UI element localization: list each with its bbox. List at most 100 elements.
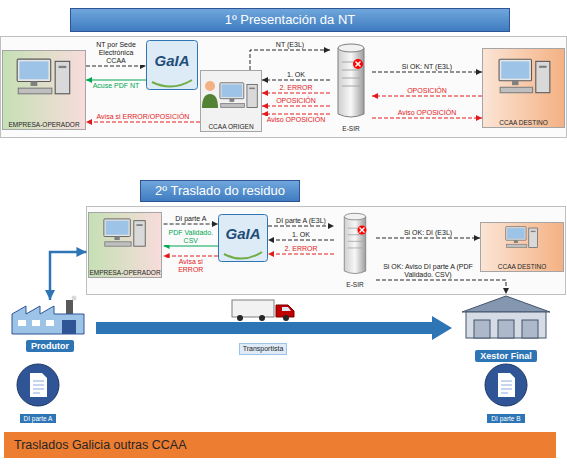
edge-label: PDF Validado. CSV [166, 229, 216, 245]
connector-arrow [372, 118, 482, 119]
operator-terminal: EMPRESA-OPERADOR [86, 212, 163, 278]
edge-label: Si OK: DI (E3L) [403, 229, 453, 237]
factory-window [62, 320, 76, 334]
connector-arrow [250, 50, 330, 70]
stop-sign [358, 226, 367, 235]
terminal-box [481, 223, 564, 272]
edge-label: 1. OK [291, 231, 311, 239]
document-lines [501, 381, 512, 393]
person-body [202, 94, 218, 108]
esir-server: E-SIR [334, 208, 376, 290]
connector-arrow [164, 224, 218, 225]
document-circle [485, 364, 527, 406]
connector-arrow [262, 80, 330, 81]
origin-authority: CCAA ORIGEN [200, 70, 262, 132]
connector-arrow [262, 106, 330, 107]
warehouse-door [522, 320, 538, 338]
edge-label: OPOSICIÓN [406, 87, 448, 95]
truck-trailer [232, 300, 274, 317]
section-banner: 2º Traslado do residuo [140, 180, 300, 202]
edge-label: Acuse PDF NT [92, 82, 141, 90]
connector-arrow [372, 72, 482, 73]
terminal-box [3, 51, 86, 130]
factory-window [46, 320, 54, 326]
node-label: GaIA [225, 225, 260, 242]
factory-building [12, 306, 84, 334]
person-head [205, 81, 215, 91]
node-label: E-SIR [346, 281, 363, 288]
factory-window [32, 320, 40, 326]
edge-label: Si OK: NT (E3L) [401, 63, 453, 71]
edge-label: Si OK: Aviso DI parte A (PDF Validado. C… [379, 263, 477, 279]
document-badge: DI parte B [476, 362, 536, 424]
panel-background [87, 207, 566, 295]
node-label: Traslados Galicia outras CCAA [14, 438, 187, 452]
logo-box [219, 215, 268, 262]
destination-authority: CCAA DESTINO [480, 222, 564, 272]
terminal-box [201, 71, 262, 132]
logo-box [147, 41, 198, 90]
node-label: Produtor [26, 340, 74, 352]
document-circle [17, 364, 59, 406]
edge-label: Aviso OPOSICIÓN [397, 109, 458, 117]
warehouse-door [498, 320, 514, 338]
logo-swoosh [152, 80, 192, 87]
esir-server: E-SIR [330, 38, 372, 134]
node-label: DI parte B [487, 414, 524, 423]
connector-arrow [86, 122, 200, 123]
footer-band: Traslados Galicia outras CCAA [4, 432, 556, 458]
stop-sign [353, 59, 363, 69]
server-icon [338, 44, 364, 117]
node-label: Xestor Final [475, 350, 537, 362]
edge-label: DI parte A (E3L) [275, 217, 327, 225]
truck-wheel [283, 315, 289, 321]
section-banner: 1º Presentación da NT [70, 8, 510, 32]
document-badge: DI parte A [8, 362, 68, 424]
edge-label: NT (E3L) [275, 41, 305, 49]
truck-window [282, 307, 291, 311]
edge-label: Avisa si ERROR [166, 258, 216, 274]
node-label: GaIA [154, 52, 189, 69]
gaia-logo: GaIA [146, 40, 198, 90]
transport-truck: Transportista [228, 298, 298, 356]
producer-factory: Produtor [4, 300, 96, 354]
computer-icon [17, 59, 70, 94]
node-label: CCAA ORIGEN [208, 123, 253, 130]
factory-smoke [72, 296, 77, 301]
computer-icon [104, 219, 145, 246]
truck-wheel [259, 315, 265, 321]
connector-arrow [372, 96, 482, 97]
terminal-box [483, 49, 565, 128]
node-label: E-SIR [342, 125, 359, 132]
document-sheet [30, 373, 47, 397]
terminal-box [89, 213, 162, 278]
connector-arrow [164, 246, 218, 247]
node-label: 1º Presentación da NT [225, 13, 355, 28]
connector-arrow [268, 254, 334, 255]
warehouse-body [466, 312, 546, 338]
stop-cross [356, 62, 361, 67]
edge-label: 2. ERROR [283, 245, 318, 253]
node-label: Transportista [239, 343, 288, 355]
connector-arrow [50, 252, 86, 300]
logo-swoosh [224, 252, 262, 259]
edge-label: DI parte A [174, 215, 207, 223]
node-label: 2º Traslado do residuo [155, 184, 285, 199]
connector-arrow [86, 66, 146, 67]
node-label: CCAA DESTINO [499, 119, 547, 126]
edge-label: 2. ERROR [278, 84, 313, 92]
edge-label: 1. OK [286, 71, 306, 79]
edge-label: OPOSICIÓN [275, 97, 317, 105]
node-label: CCAA DESTINO [498, 263, 546, 270]
connector-arrow [164, 256, 218, 257]
factory-window [18, 320, 26, 326]
computer-icon [220, 83, 257, 108]
connector-arrow [268, 226, 334, 227]
node-label: EMPRESA-OPERADOR [89, 269, 160, 276]
gaia-logo: GaIA [218, 214, 268, 262]
connector-arrow [86, 80, 146, 81]
